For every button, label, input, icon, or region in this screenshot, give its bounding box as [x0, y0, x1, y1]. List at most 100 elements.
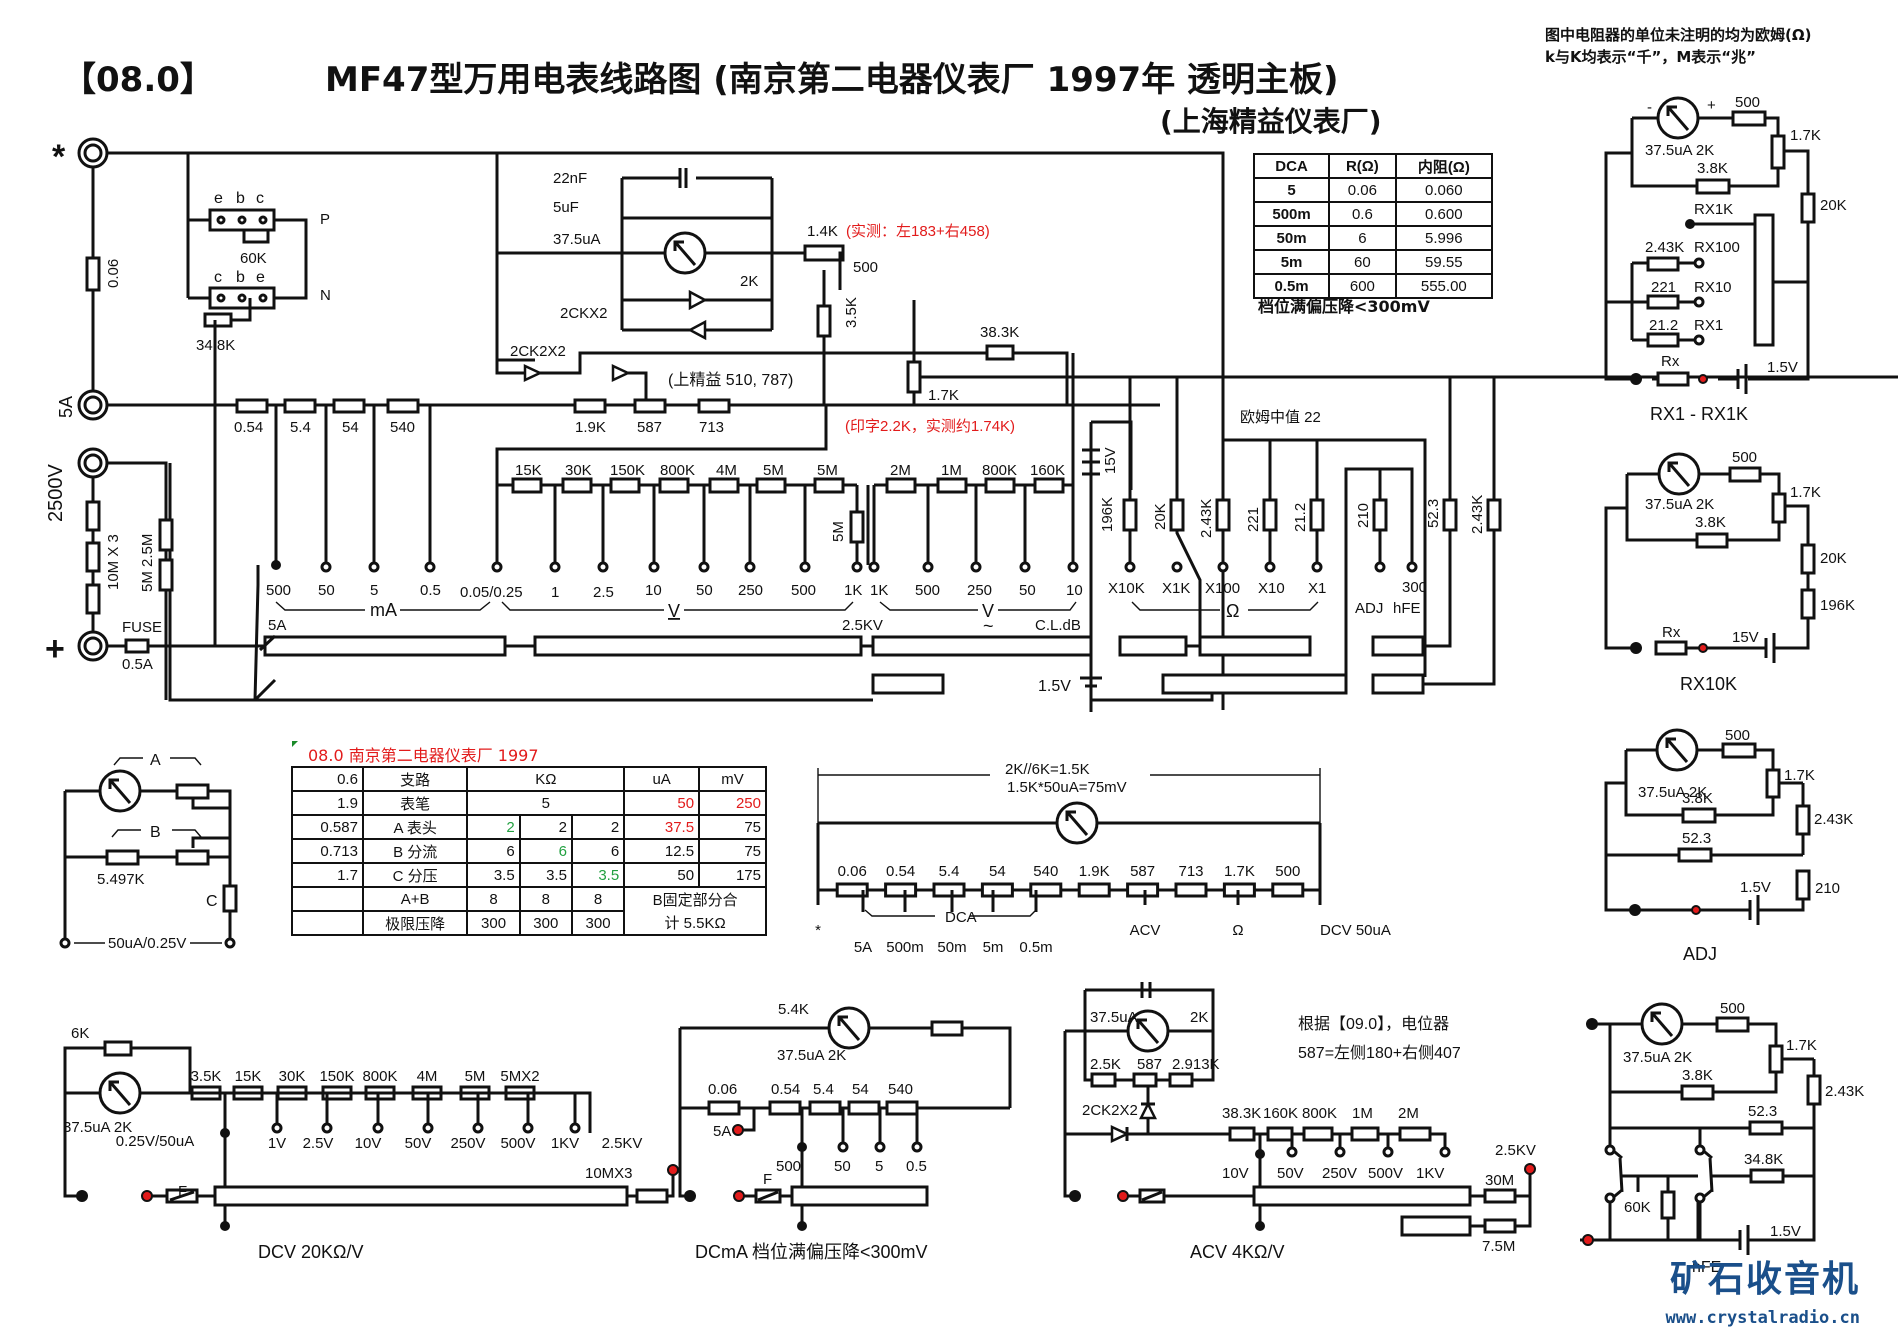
meter-icon — [827, 1006, 871, 1050]
branch-table-title: 08.0 南京第二电器仪表厂 1997 — [308, 746, 539, 765]
branch-cell: 0.6 — [291, 766, 364, 792]
dca-cell: 0.060 — [1394, 177, 1494, 203]
acv-title: ACV 4KΩ/V — [1190, 1242, 1285, 1262]
dca-cell: 555.00 — [1394, 273, 1494, 299]
dcv-meter-label: 37.5uA 2K — [63, 1119, 132, 1136]
acv-hv-label: 30M — [1485, 1172, 1514, 1189]
adj-title: ADJ — [1683, 944, 1717, 964]
dcv-res-label: 30K — [565, 462, 592, 479]
2500v-jack-icon[interactable] — [77, 447, 109, 479]
resistor-0.06 — [85, 256, 101, 292]
bottom-socket-pin-b: b — [236, 269, 245, 286]
branch-cell: C 分压 — [361, 862, 469, 888]
dcv-range-label: 0.25V/50uA — [116, 1133, 194, 1150]
r-label: 3.8K — [1682, 790, 1713, 807]
acv-meter-r-label: 2K — [1190, 1009, 1208, 1026]
meter-icon — [1656, 96, 1700, 140]
meter-rating: 37.5uA 2K — [1638, 784, 1707, 801]
dcv-range-label: 1KV — [551, 1135, 579, 1152]
meter-plus: + — [1707, 97, 1716, 114]
switch-wafer — [107, 463, 1425, 712]
r-label: 1.7K — [1786, 1037, 1817, 1054]
r60k-label: 60K — [240, 250, 267, 267]
branch-cell — [291, 910, 364, 936]
chain-resistor — [1126, 882, 1160, 898]
dcv-range-label: 1V — [268, 1135, 286, 1152]
hfe-title: hFE — [1692, 1259, 1721, 1276]
dcv-resistor-label: 5M — [465, 1068, 486, 1085]
acv-range: 50 — [1019, 582, 1036, 599]
branch-cell: A+B — [361, 886, 469, 912]
common-jack-icon[interactable] — [77, 137, 109, 169]
r-label: 3.8K — [1695, 514, 1726, 531]
dca-cell: 60 — [1328, 249, 1397, 275]
abc-label-c: C — [206, 893, 218, 910]
other-res-label: 2.43K — [1469, 495, 1486, 534]
branch-cell: uA — [623, 766, 701, 792]
ohm-range: X1 — [1308, 580, 1326, 597]
branch-cell: 0.713 — [291, 838, 364, 864]
dcv-tap-terminal[interactable] — [372, 1122, 384, 1134]
r-label: 60K — [1624, 1199, 1651, 1216]
ohm-res-label: 221 — [1245, 507, 1262, 532]
acv-meter-label: 37.5uA — [1090, 1009, 1138, 1026]
logo-url[interactable]: www.crystalradio.cn — [1665, 1308, 1860, 1328]
branch-cell: 300 — [466, 910, 521, 936]
meter-icon — [663, 231, 707, 275]
branch-cell: 6 — [466, 838, 521, 864]
switch-cldb-label: C.L.dB — [1035, 617, 1081, 634]
branch-cell: 300 — [570, 910, 626, 936]
fuse-value: 0.5A — [122, 656, 153, 673]
dcv-tap-terminal[interactable] — [271, 1122, 283, 1134]
rx10k-circuit: 37.5uA 2K 500 1.7K 3.8K 20K 196K Rx 15V … — [1604, 449, 1855, 694]
r-label: 52.3 — [1748, 1103, 1777, 1120]
ma-range: 500 — [266, 582, 291, 599]
shunt-label: 0.54 — [234, 419, 263, 436]
acv-range: 500V — [1368, 1165, 1403, 1182]
chain-resistor-label: 500 — [1275, 863, 1300, 880]
chain-resistor — [1029, 882, 1063, 898]
plus-jack-icon[interactable] — [77, 630, 109, 662]
chain-resistor-label: 0.06 — [838, 863, 867, 880]
chain-tap-label: 500m — [886, 939, 924, 956]
chain-tap-label: * — [815, 922, 821, 939]
r-label: 2.43K — [1645, 239, 1684, 256]
r-38k3-label: 38.3K — [980, 324, 1019, 341]
dcv-tap-terminal[interactable] — [321, 1122, 333, 1134]
other-res-label: 52.3 — [1425, 499, 1442, 528]
branch-cell: 8 — [570, 886, 626, 912]
dcv-tap-terminal[interactable] — [569, 1122, 581, 1134]
dcv-tap-terminal[interactable] — [522, 1122, 534, 1134]
ma-group-label: mA — [370, 600, 397, 620]
chain-tap-label: 5A — [854, 939, 872, 956]
r-label: 500 — [1725, 727, 1750, 744]
pot-1k7-label: 1.7K — [928, 387, 959, 404]
branch-cell: 250 — [698, 790, 767, 816]
meter-rating: 37.5uA 2K — [1645, 142, 1714, 159]
dcv-range: 250 — [738, 582, 763, 599]
adj-circuit: 37.5uA 2K 500 1.7K 3.8K 2.43K 52.3 210 1… — [1604, 727, 1853, 964]
range-label: RX10 — [1694, 279, 1732, 296]
shunt-label: 5.4 — [290, 419, 311, 436]
acv-res-label: 1M — [941, 462, 962, 479]
acv-bridge-label: 2.913K — [1172, 1056, 1220, 1073]
hfe-300-label: 300 — [1402, 579, 1427, 596]
acv-group-label: V — [982, 601, 994, 621]
top-socket-pin-e: e — [214, 190, 223, 207]
dcv-tap-terminal[interactable] — [422, 1122, 434, 1134]
chain-resistor — [932, 882, 966, 898]
pot-1k4-note: (实测：左183+右458) — [846, 223, 990, 240]
bridge-label: 1.9K — [575, 419, 606, 436]
5a-jack-icon[interactable] — [77, 389, 109, 421]
dcv-range: 10 — [645, 582, 662, 599]
battery-1v5-label: 1.5V — [1038, 678, 1071, 695]
dcma-range: 500 — [776, 1158, 801, 1175]
dcv-tap-terminal[interactable] — [472, 1122, 484, 1134]
diode-2ck2x2-label: 2CK2X2 — [510, 343, 566, 360]
chain-formula-2: 1.5K*50uA=75mV — [1007, 779, 1127, 796]
bridge-note: (上精益 510, 787) — [668, 371, 793, 389]
